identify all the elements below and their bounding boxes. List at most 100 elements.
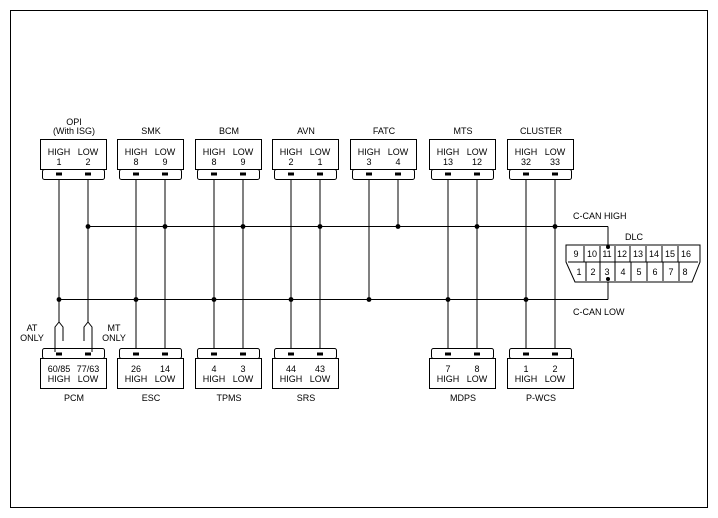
- dlc-pin-7: 7: [668, 267, 673, 277]
- low-pin-number: 9: [162, 157, 167, 167]
- c-can-high-label: C-CAN HIGH: [573, 211, 627, 221]
- junction-dot: [211, 297, 217, 302]
- high-label: HIGH: [437, 147, 460, 157]
- module-name: AVN: [297, 126, 315, 136]
- high-pin-number: 3: [366, 157, 371, 167]
- low-pin: [552, 172, 558, 176]
- module-name: SMK: [141, 126, 161, 136]
- low-pin-number: 12: [472, 157, 482, 167]
- junction-dot: [317, 224, 323, 229]
- low-label: LOW: [78, 147, 99, 157]
- high-label: HIGH: [437, 374, 460, 384]
- low-pin-number: 4: [395, 157, 400, 167]
- low-pin: [85, 172, 91, 176]
- dlc-pin-4: 4: [620, 267, 625, 277]
- module-box: [40, 139, 107, 170]
- high-pin: [288, 172, 294, 176]
- high-label: HIGH: [515, 147, 538, 157]
- module-name: FATC: [373, 126, 396, 136]
- dlc-pin-13: 13: [633, 249, 643, 259]
- module-box: [195, 358, 262, 389]
- low-pin-number: 77/63: [77, 364, 100, 374]
- low-pin: [85, 352, 91, 356]
- high-label: HIGH: [48, 147, 71, 157]
- mt-only-label: MT: [108, 323, 121, 333]
- high-label: HIGH: [125, 374, 148, 384]
- module-connector: [42, 348, 105, 359]
- high-pin: [56, 352, 62, 356]
- low-label: LOW: [78, 374, 99, 384]
- low-pin: [317, 172, 323, 176]
- low-pin: [162, 172, 168, 176]
- diagram-frame: [10, 10, 708, 508]
- high-pin-number: 8: [211, 157, 216, 167]
- module-name: ESC: [142, 393, 161, 403]
- high-pin: [133, 352, 139, 356]
- module-connector: [509, 169, 572, 180]
- junction-dot: [445, 297, 451, 302]
- junction-dot: [552, 224, 558, 229]
- high-pin-number: 8: [133, 157, 138, 167]
- low-pin-number: 3: [240, 364, 245, 374]
- dlc-pin-8: 8: [682, 267, 687, 277]
- at-only-label: AT: [27, 323, 38, 333]
- low-label: LOW: [310, 374, 331, 384]
- c-can-low-label: C-CAN LOW: [573, 307, 625, 317]
- module-box: [117, 358, 184, 389]
- low-label: LOW: [155, 374, 176, 384]
- high-pin-number: 26: [131, 364, 141, 374]
- junction-dot: [474, 224, 480, 229]
- low-pin: [240, 172, 246, 176]
- dlc-pin-12: 12: [617, 249, 627, 259]
- module-box: [195, 139, 262, 170]
- high-pin: [211, 352, 217, 356]
- module-box: [117, 139, 184, 170]
- low-pin-number: 33: [550, 157, 560, 167]
- high-label: HIGH: [280, 374, 303, 384]
- dlc-pin-6: 6: [652, 267, 657, 277]
- high-pin: [445, 172, 451, 176]
- high-pin: [211, 172, 217, 176]
- module-name: MDPS: [450, 393, 476, 403]
- low-label: LOW: [155, 147, 176, 157]
- high-pin: [288, 352, 294, 356]
- low-label: LOW: [545, 147, 566, 157]
- high-pin: [366, 172, 372, 176]
- low-pin: [474, 352, 480, 356]
- high-label: HIGH: [515, 374, 538, 384]
- junction-dot: [162, 224, 168, 229]
- junction-dot: [240, 224, 246, 229]
- dlc-label: DLC: [625, 232, 644, 242]
- high-label: HIGH: [125, 147, 148, 157]
- dlc-pin-10: 10: [587, 249, 597, 259]
- high-pin-number: 4: [211, 364, 216, 374]
- high-label: HIGH: [280, 147, 303, 157]
- module-connector: [197, 348, 260, 359]
- junction-dot: [288, 297, 294, 302]
- low-label: LOW: [233, 147, 254, 157]
- low-label: LOW: [233, 374, 254, 384]
- module-name: P-WCS: [526, 393, 556, 403]
- high-label: HIGH: [203, 147, 226, 157]
- low-pin: [395, 172, 401, 176]
- high-label: HIGH: [203, 374, 226, 384]
- module-box: [40, 358, 107, 389]
- low-pin-number: 43: [315, 364, 325, 374]
- low-pin-number: 2: [552, 364, 557, 374]
- dlc-pin-5: 5: [636, 267, 641, 277]
- high-pin-number: 7: [445, 364, 450, 374]
- module-connector: [197, 169, 260, 180]
